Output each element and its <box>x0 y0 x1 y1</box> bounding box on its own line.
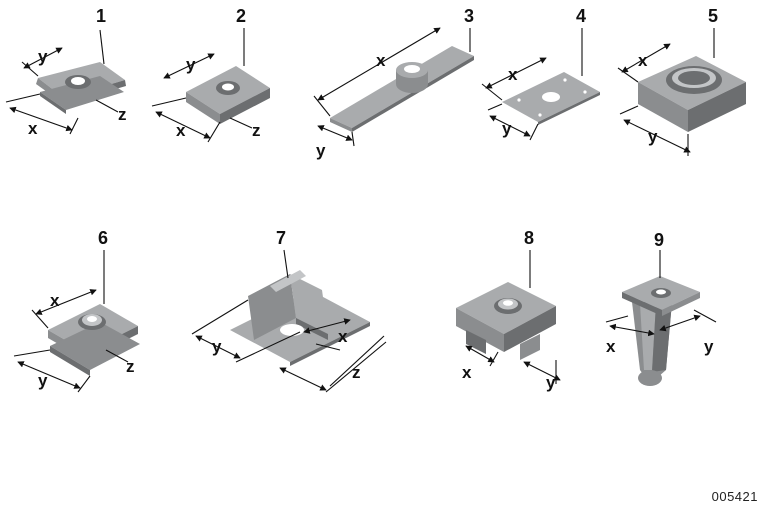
part-7-dim-y: y <box>212 337 222 356</box>
part-2-number: 2 <box>236 6 246 26</box>
part-8-dim-x: x <box>462 363 472 382</box>
part-3-plate-nut: 3 x y <box>313 6 474 160</box>
part-9-number: 9 <box>654 230 664 250</box>
part-9-dim-x: x <box>606 337 616 356</box>
part-5-number: 5 <box>708 6 718 26</box>
part-6-dim-x: x <box>50 291 60 310</box>
part-1-number: 1 <box>96 6 106 26</box>
part-1-dim-x: x <box>28 119 38 138</box>
part-3-number: 3 <box>464 6 474 26</box>
part-4-flat-plate: 4 x y <box>481 6 600 141</box>
part-5-dim-y: y <box>648 127 658 146</box>
part-7-number: 7 <box>276 228 286 248</box>
part-5-dim-x: x <box>638 51 648 70</box>
part-7-dim-x: x <box>338 327 348 346</box>
part-4-number: 4 <box>576 6 586 26</box>
part-2-square-nut: 2 y x z <box>151 6 270 143</box>
part-5-thick-nut: 5 x y <box>617 6 746 156</box>
part-8-cage-nut: 8 x y <box>456 228 561 392</box>
part-7-dim-z: z <box>352 363 361 382</box>
part-4-dim-y: y <box>502 119 512 138</box>
part-4-dim-x: x <box>508 65 518 84</box>
part-8-dim-y: y <box>546 373 556 392</box>
part-3-dim-y: y <box>316 141 326 160</box>
part-9-expansion-plug: 9 x y <box>605 230 717 386</box>
part-9-dim-y: y <box>704 337 714 356</box>
part-2-dim-z: z <box>252 121 261 140</box>
part-6-number: 6 <box>98 228 108 248</box>
part-8-number: 8 <box>524 228 534 248</box>
part-3-dim-x: x <box>376 51 386 70</box>
part-2-dim-y: y <box>186 55 196 74</box>
part-1-dim-y: y <box>38 47 48 66</box>
part-6-cage-nut: 6 x y z <box>13 228 140 393</box>
part-1-spring-nut: 1 y x z <box>5 6 127 138</box>
reference-code: 005421 <box>711 489 758 504</box>
part-2-dim-x: x <box>176 121 186 140</box>
part-7-bent-clip: 7 y x z <box>191 228 387 393</box>
part-1-dim-z: z <box>118 105 127 124</box>
part-6-dim-z: z <box>126 357 135 376</box>
part-6-dim-y: y <box>38 371 48 390</box>
